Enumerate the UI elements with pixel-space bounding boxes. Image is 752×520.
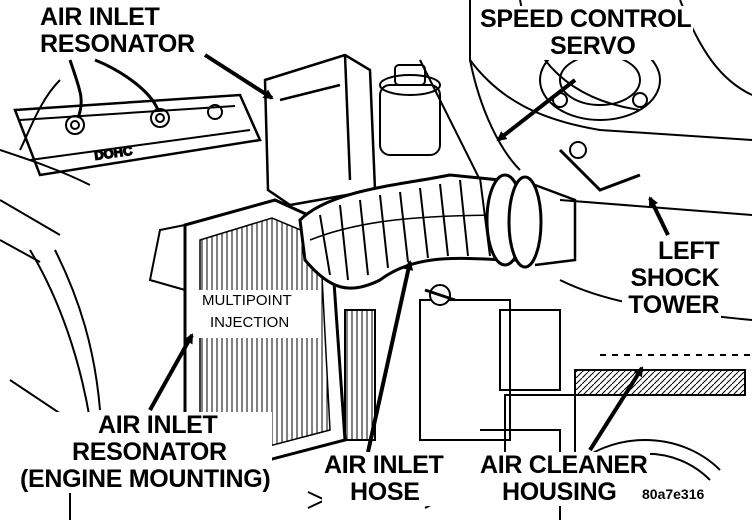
air-inlet-hose xyxy=(298,173,577,306)
arrow-speed-servo xyxy=(496,78,577,142)
label-line: RESONATOR xyxy=(72,438,227,466)
resonator-text-multipoint: MULTIPOINT xyxy=(202,292,292,309)
label-speed-control-servo: SPEED CONTROL SERVO xyxy=(478,5,694,60)
arrow-shock-tower xyxy=(648,196,670,236)
label-line: LEFT xyxy=(658,237,720,265)
arrow-air-cleaner xyxy=(588,366,644,452)
figure-code: 80a7e316 xyxy=(640,486,707,502)
label-air-inlet-hose: AIR INLET HOSE xyxy=(322,452,446,506)
resonator-text-injection: INJECTION xyxy=(210,314,290,331)
label-line: SERVO xyxy=(550,32,636,60)
label-air-inlet-resonator-top: AIR INLET RESONATOR xyxy=(38,4,197,58)
label-line: TOWER xyxy=(628,291,720,319)
arrow-resonator-engine xyxy=(148,333,194,411)
engine-mounted-resonator xyxy=(148,198,347,472)
label-line: AIR INLET xyxy=(98,411,218,439)
label-line: (ENGINE MOUNTING) xyxy=(20,465,271,493)
label-line: HOSE xyxy=(350,478,420,506)
engine-badge-text: DOHC xyxy=(93,143,134,163)
label-air-cleaner-housing: AIR CLEANER HOUSING xyxy=(478,452,650,506)
label-line: SPEED CONTROL xyxy=(480,5,692,33)
label-line: SHOCK xyxy=(630,264,720,292)
label-line: HOUSING xyxy=(502,478,617,506)
label-left-shock-tower: LEFT SHOCK TOWER xyxy=(622,237,722,319)
arrow-inlet-hose xyxy=(366,260,414,453)
label-line: AIR INLET xyxy=(324,451,444,479)
label-line: AIR INLET xyxy=(40,3,160,31)
label-line: RESONATOR xyxy=(40,30,195,58)
label-line: AIR CLEANER xyxy=(480,451,648,479)
arrow-resonator-top xyxy=(203,53,274,100)
label-air-inlet-resonator-engine: AIR INLET RESONATOR (ENGINE MOUNTING) xyxy=(18,411,273,493)
upper-air-inlet-resonator xyxy=(263,53,377,207)
